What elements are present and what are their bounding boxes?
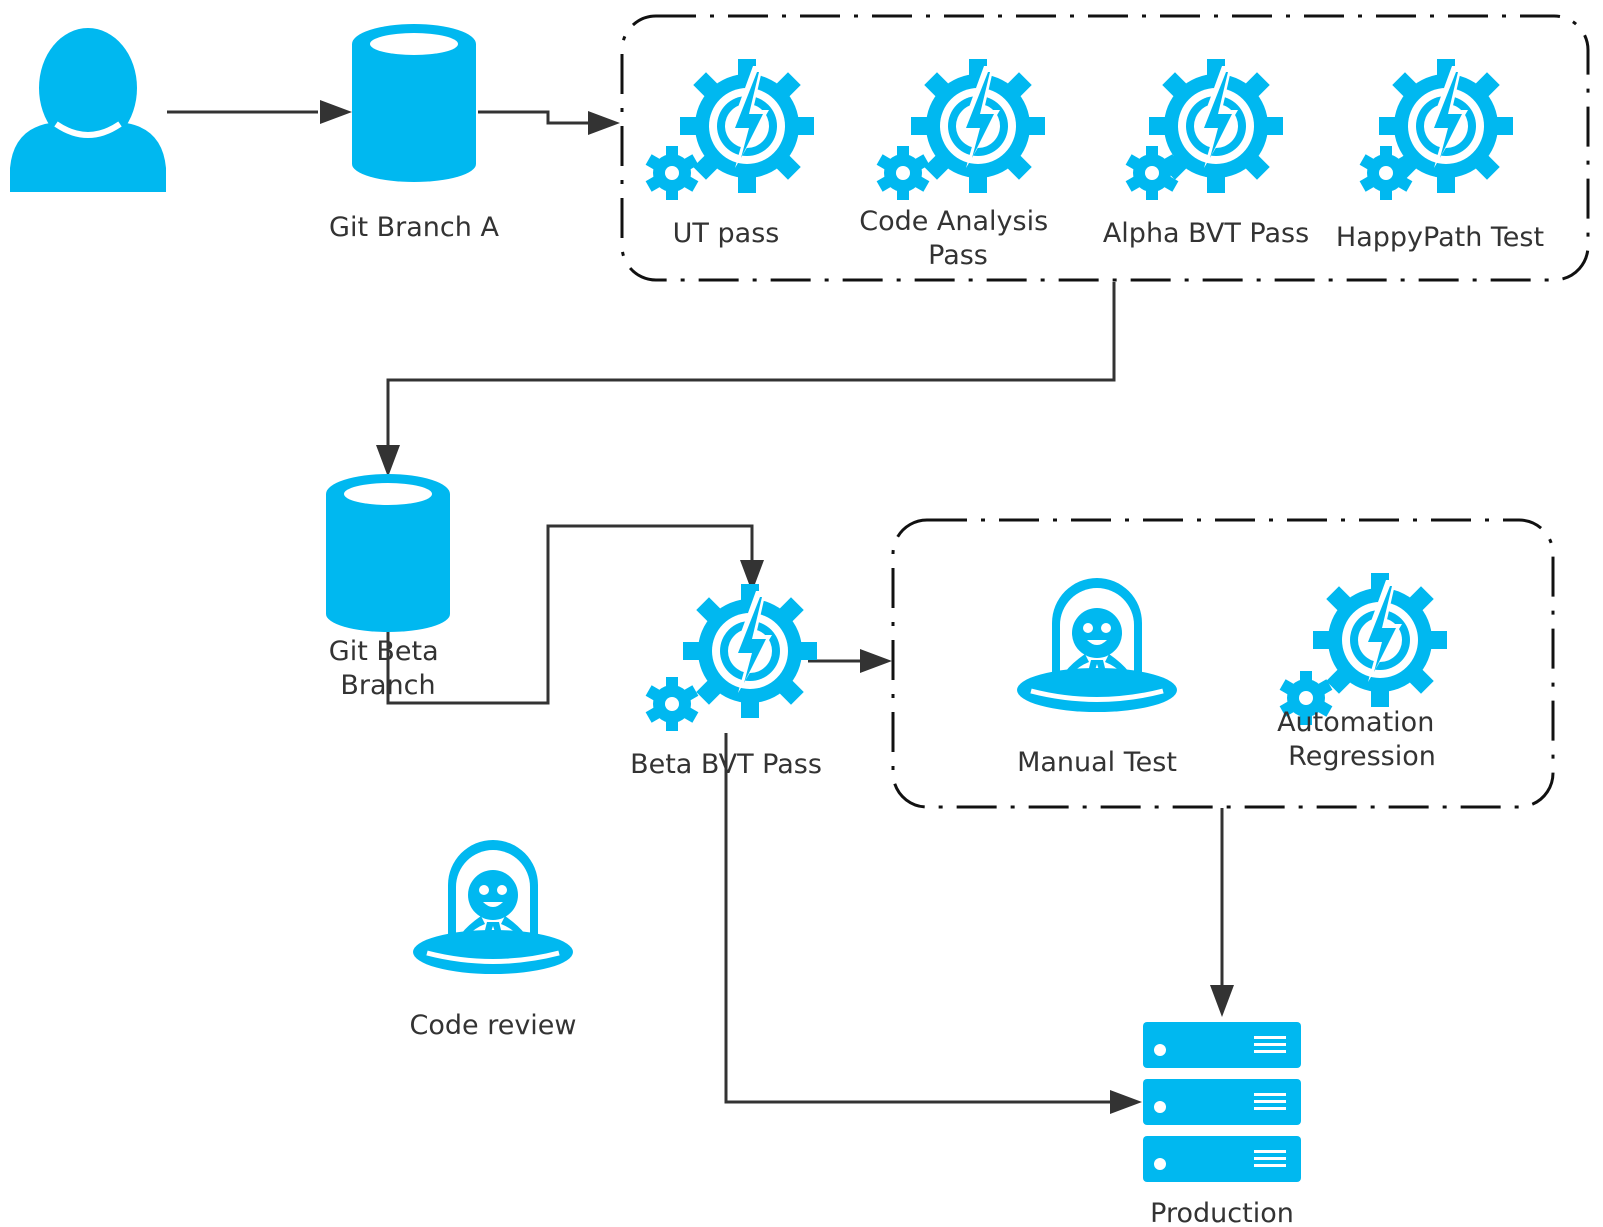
gear-bolt-icon — [1279, 573, 1447, 725]
gear-bolt-icon — [1125, 59, 1283, 200]
happypath-label: HappyPath Test — [1336, 222, 1544, 253]
arrowhead — [860, 649, 892, 673]
arrowhead — [1210, 985, 1234, 1017]
database-icon — [352, 24, 476, 182]
gear-bolt-icon — [645, 59, 814, 200]
code-review-label: Code review — [410, 1010, 577, 1041]
gear-bolt-icon — [645, 584, 817, 731]
stage-2-tests-group — [891, 518, 1555, 809]
git-beta-branch-label: Git Beta Branch — [329, 636, 447, 701]
git-beta-branch-node: Git Beta Branch — [326, 474, 450, 701]
server-stack-icon — [1143, 1022, 1301, 1182]
automation-regression-label: Automation Regression — [1277, 707, 1443, 772]
git-branch-a-label: Git Branch A — [329, 212, 499, 243]
code-analysis-node: Code Analysis Pass — [859, 59, 1057, 271]
ut-pass-label: UT pass — [673, 218, 780, 249]
database-icon — [326, 474, 450, 632]
arrowhead — [588, 111, 620, 135]
code-review-node: Code review — [410, 840, 577, 1041]
arrowhead — [1110, 1090, 1142, 1114]
gear-bolt-icon — [1359, 59, 1513, 200]
edge-checks-to-git-beta-branch — [386, 282, 1116, 445]
production-label: Production — [1150, 1198, 1294, 1227]
arrowhead — [740, 560, 764, 592]
beta-bvt-node: Beta BVT Pass — [630, 584, 822, 780]
happypath-node: HappyPath Test — [1336, 59, 1544, 253]
production-node: Production — [1143, 1022, 1301, 1227]
user-icon — [10, 28, 166, 192]
arrowhead — [376, 445, 400, 477]
alien-ufo-icon — [413, 840, 573, 974]
stage-1-checks-group — [620, 14, 1590, 282]
alpha-bvt-node: Alpha BVT Pass — [1103, 59, 1309, 249]
code-analysis-label: Code Analysis Pass — [859, 206, 1057, 271]
edges — [167, 100, 1234, 1114]
manual-test-label: Manual Test — [1017, 747, 1177, 778]
arrowhead — [320, 100, 352, 124]
edge-git-beta-branch-to-beta-bvt — [386, 524, 754, 705]
edge-beta-bvt-to-production — [724, 733, 1110, 1104]
beta-bvt-label: Beta BVT Pass — [630, 749, 822, 780]
gear-bolt-icon — [876, 59, 1045, 200]
alien-ufo-icon — [1017, 578, 1177, 712]
alpha-bvt-label: Alpha BVT Pass — [1103, 218, 1309, 249]
git-branch-a-node: Git Branch A — [329, 24, 499, 243]
edge-git-branch-a-to-checks — [478, 110, 588, 125]
developer-node — [10, 28, 166, 192]
automation-regression-node: Automation Regression — [1277, 573, 1447, 772]
manual-test-node: Manual Test — [1017, 578, 1177, 778]
ut-pass-node: UT pass — [645, 59, 814, 249]
